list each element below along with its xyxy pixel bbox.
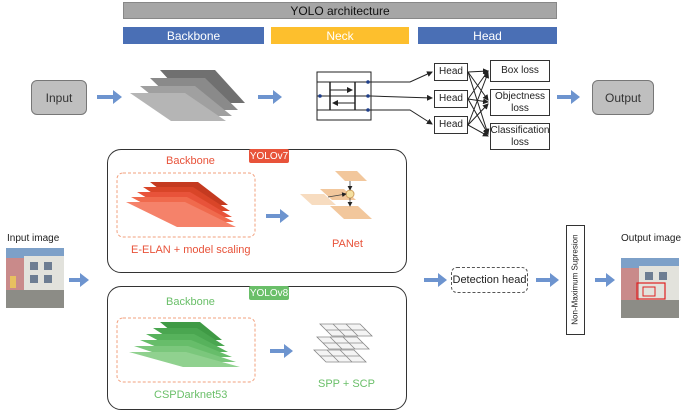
output-image-label: Output image (621, 233, 682, 244)
yolov8-tag: YOLOv8 (249, 286, 289, 300)
yolov8-green-stack-icon (129, 322, 240, 367)
head-label-3: Head (439, 119, 463, 131)
arrow-to-output-image (595, 273, 615, 287)
yolov7-neck-caption: PANet (332, 238, 363, 250)
yolov7-tag: YOLOv7 (249, 149, 289, 163)
arrow-yolov8-csp (270, 344, 293, 358)
objectness-loss-label: Objectness loss (494, 91, 546, 114)
yolov8-backbone-frame (116, 317, 256, 383)
classification-loss: Classification loss (490, 123, 550, 150)
yolov8-backbone-label: Backbone (166, 296, 215, 308)
arrow-input-to-backbone (97, 90, 122, 104)
backbone-layer-stack-icon (130, 70, 245, 121)
head-label-1: Head (439, 66, 463, 78)
input-node: Input (31, 80, 87, 115)
input-image-photo (6, 248, 64, 308)
input-image-label: Input image (7, 233, 60, 244)
output-label: Output (604, 90, 642, 105)
objectness-loss: Objectness loss (490, 89, 550, 116)
head-to-loss-connectors (467, 68, 490, 137)
neck-block-icon (316, 71, 372, 121)
yolov7-red-stack-icon (126, 182, 236, 227)
output-image-photo (621, 258, 679, 318)
neck-bar: Neck (271, 27, 409, 44)
arrow-to-detection (424, 273, 447, 287)
yolov7-backbone-frame (116, 172, 256, 238)
arrow-to-nms (536, 273, 559, 287)
input-label: Input (45, 90, 73, 105)
yolov8-tag-label: YOLOv8 (249, 287, 289, 299)
neck-bar-label: Neck (326, 28, 354, 43)
box-loss: Box loss (490, 60, 550, 82)
yolov7-backbone-caption: E-ELAN + model scaling (131, 244, 251, 256)
classification-loss-label: Classification loss (490, 125, 550, 148)
yolov7-backbone-label: Backbone (166, 155, 215, 167)
head-box-2: Head (434, 90, 468, 108)
architecture-title: YOLO architecture (290, 3, 390, 18)
box-loss-label: Box loss (501, 65, 539, 77)
panet-icon (300, 171, 372, 219)
backbone-bar-label: Backbone (166, 28, 221, 43)
title-bar: YOLO architecture (123, 2, 557, 19)
detection-head-label: Detection head (452, 273, 527, 286)
arrow-yolov7-elan (266, 209, 289, 223)
head-label-2: Head (439, 93, 463, 105)
neck-to-head-connectors (370, 71, 433, 125)
head-box-3: Head (434, 116, 468, 134)
yolov8-neck-caption: SPP + SCP (318, 378, 375, 390)
head-bar-label: Head (473, 28, 502, 43)
nms-box: Non-Maximum Supresion (566, 225, 585, 335)
yolov8-backbone-caption: CSPDarknet53 (154, 389, 228, 401)
spp-grid-icon (313, 323, 373, 363)
head-box-1: Head (434, 63, 468, 81)
detection-head-box: Detection head (451, 267, 528, 293)
arrow-backbone-to-neck (258, 90, 282, 104)
backbone-bar: Backbone (123, 27, 264, 44)
yolov7-tag-label: YOLOv7 (249, 150, 289, 162)
head-bar: Head (418, 27, 557, 44)
arrow-loss-to-output (557, 90, 580, 104)
output-node: Output (592, 80, 654, 115)
arrow-input-image (69, 273, 89, 287)
flow-arrows (69, 90, 615, 358)
